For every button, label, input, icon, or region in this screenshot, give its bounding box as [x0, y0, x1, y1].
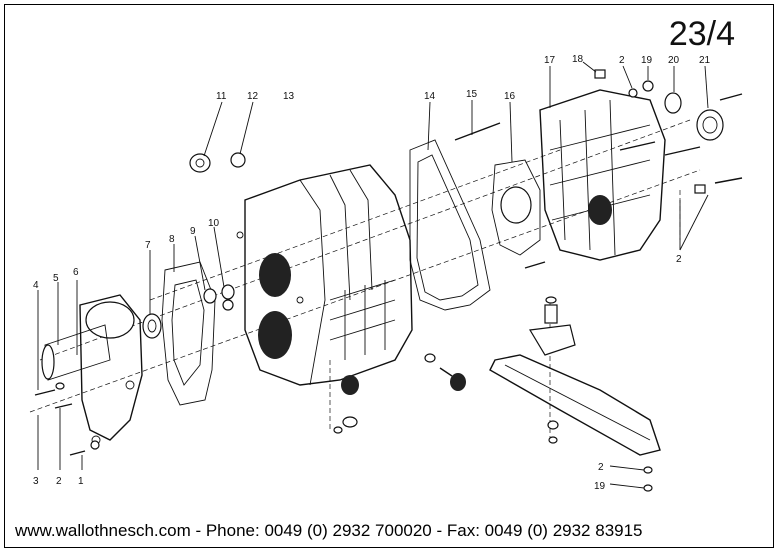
front-cover-part [41, 294, 143, 445]
gearbox-housing-part [236, 164, 413, 386]
drawing-frame: 23/4 www.wallothnesch.com - Phone: 0049 … [4, 4, 774, 548]
callout-19a: 19 [641, 55, 653, 66]
callout-8: 8 [169, 234, 175, 245]
page-number: 23/4 [668, 15, 735, 53]
callout-6: 6 [73, 267, 79, 278]
callout-21: 21 [699, 55, 711, 66]
callout-18: 18 [572, 54, 584, 65]
callout-labels: 1 2 3 4 5 6 7 8 9 10 11 12 13 14 15 16 1… [33, 54, 711, 492]
callout-2b: 2 [619, 55, 625, 66]
callout-20: 20 [668, 55, 680, 66]
callout-16: 16 [504, 91, 516, 102]
rear-small-parts [594, 69, 743, 194]
shift-rod-part [454, 122, 501, 141]
callout-2c: 2 [676, 254, 682, 265]
support-bracket-part [489, 296, 661, 492]
front-gasket-part [161, 261, 216, 406]
assembly-axes [29, 119, 701, 440]
callout-1: 1 [78, 476, 84, 487]
callout-14: 14 [424, 91, 436, 102]
rear-gasket-part [491, 159, 541, 256]
callout-13: 13 [283, 91, 295, 102]
callout-2d: 2 [598, 462, 604, 473]
leader-lines [37, 61, 709, 489]
callout-9: 9 [190, 226, 196, 237]
callout-12: 12 [247, 91, 259, 102]
seal-ring-part [142, 313, 162, 339]
callout-19b: 19 [594, 481, 606, 492]
rear-housing-part [539, 89, 666, 261]
callout-15: 15 [466, 89, 478, 100]
housing-gasket-part [409, 139, 491, 311]
callout-7: 7 [145, 240, 151, 251]
callout-5: 5 [53, 273, 59, 284]
bushing-parts [203, 284, 235, 311]
callout-11: 11 [216, 91, 227, 102]
front-bolts [34, 382, 100, 456]
callout-10: 10 [208, 218, 220, 229]
callout-3: 3 [33, 476, 39, 487]
footer-contact: www.wallothnesch.com - Phone: 0049 (0) 2… [15, 521, 643, 540]
bearing-parts [189, 152, 246, 173]
drain-plug-parts [333, 261, 546, 434]
callout-17: 17 [544, 55, 556, 66]
callout-4: 4 [33, 280, 39, 291]
callout-2a: 2 [56, 476, 62, 487]
